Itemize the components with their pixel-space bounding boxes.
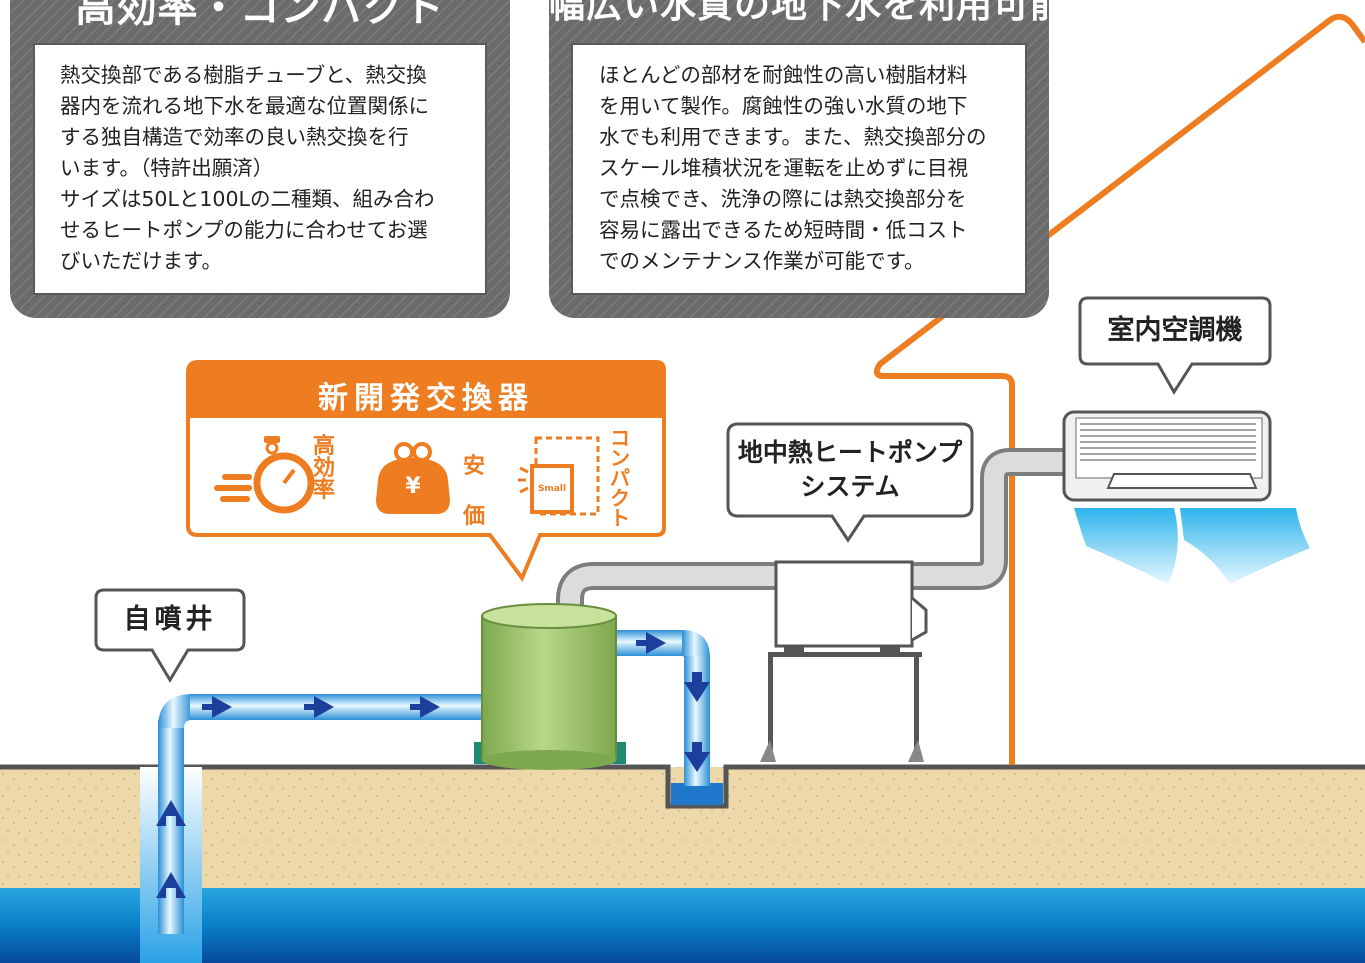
heat-exchanger-tank (474, 603, 626, 770)
left-panel-body: 熱交換部である樹脂チューブと、熱交換 器内を流れる地下水を最適な位置関係に する… (60, 63, 435, 273)
coin-purse-icon (376, 442, 450, 514)
left-feature-panel (10, 0, 510, 318)
flow-arrows (156, 632, 710, 898)
right-feature-panel (549, 0, 1049, 318)
indoor-unit-callout (1078, 296, 1272, 395)
badge-title: 新開発交換器 (318, 381, 534, 416)
feature-compact-label: コンパクト (610, 426, 630, 530)
indoor-unit-label: 室内空調機 (1107, 315, 1243, 346)
feature-high-efficiency-label: 高効率 (312, 434, 335, 503)
indoor-ac-unit (1062, 410, 1272, 502)
heat-pump-label: 地中熱ヒートポンプ システム (737, 438, 963, 501)
small-box-icon (518, 436, 600, 516)
groundwater-layer (0, 888, 1365, 963)
right-panel-title: 幅広い水質の地下水を利用可能 (549, 0, 1068, 26)
ground (0, 764, 1365, 963)
left-panel-title: 高効率・コンパクト (75, 0, 445, 31)
cold-air-flow (1074, 508, 1310, 584)
yen-symbol: ¥ (405, 474, 421, 499)
house-outline (873, 13, 1365, 765)
feature-low-cost-label: 安価 (462, 454, 485, 529)
refrigerant-pipes (556, 448, 1066, 620)
drain-pit-water (671, 783, 723, 805)
well-label: 自噴井 (123, 604, 217, 635)
well-callout (94, 588, 246, 683)
well-pipe (158, 720, 184, 934)
heat-pump-callout (726, 422, 974, 543)
small-box-text: Small (537, 484, 567, 494)
heat-pump-unit (760, 560, 928, 762)
right-panel-body: ほとんどの部材を耐蝕性の高い樹脂材料 を用いて製作。腐蝕性の強い水質の地下 水で… (599, 63, 987, 273)
stopwatch-icon (214, 436, 315, 514)
